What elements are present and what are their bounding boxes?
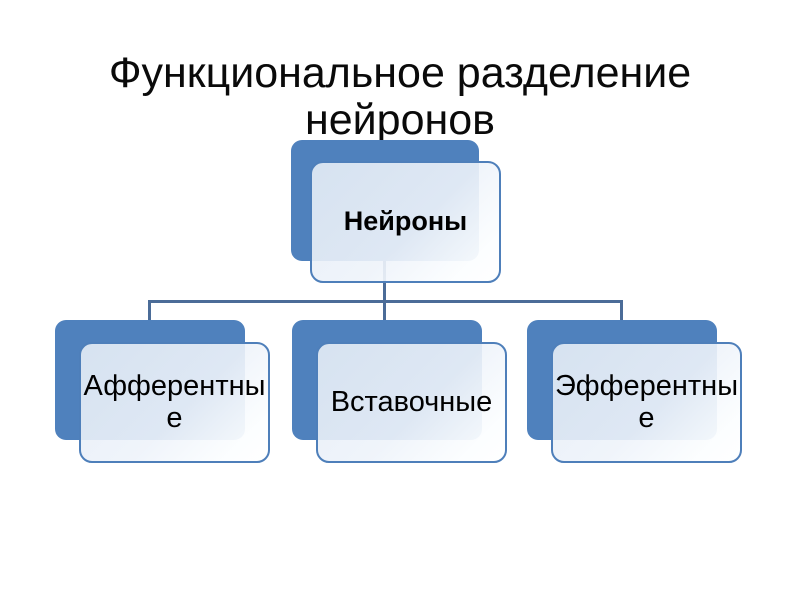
node-label-afferent: Афферентны е: [83, 370, 266, 434]
connector-drop-left: [148, 300, 151, 322]
org-node-root: Нейроны: [291, 140, 503, 285]
org-node-afferent: Афферентны е: [55, 320, 271, 465]
node-card: Эфферентны е: [551, 342, 742, 463]
node-label-interneuron: Вставочные: [330, 385, 493, 418]
node-label-efferent: Эфферентны е: [554, 370, 739, 434]
node-card: Вставочные: [316, 342, 507, 463]
node-card: Афферентны е: [79, 342, 270, 463]
org-node-efferent: Эфферентны е: [527, 320, 743, 465]
connector-drop-right: [620, 300, 623, 322]
connector-root-stem: [383, 261, 386, 322]
node-card: Нейроны: [310, 161, 501, 283]
org-node-interneuron: Вставочные: [292, 320, 508, 465]
slide-title: Функциональное разделение нейронов: [108, 48, 692, 145]
connector-horizontal: [148, 300, 623, 303]
node-label-root: Нейроны: [343, 206, 468, 237]
